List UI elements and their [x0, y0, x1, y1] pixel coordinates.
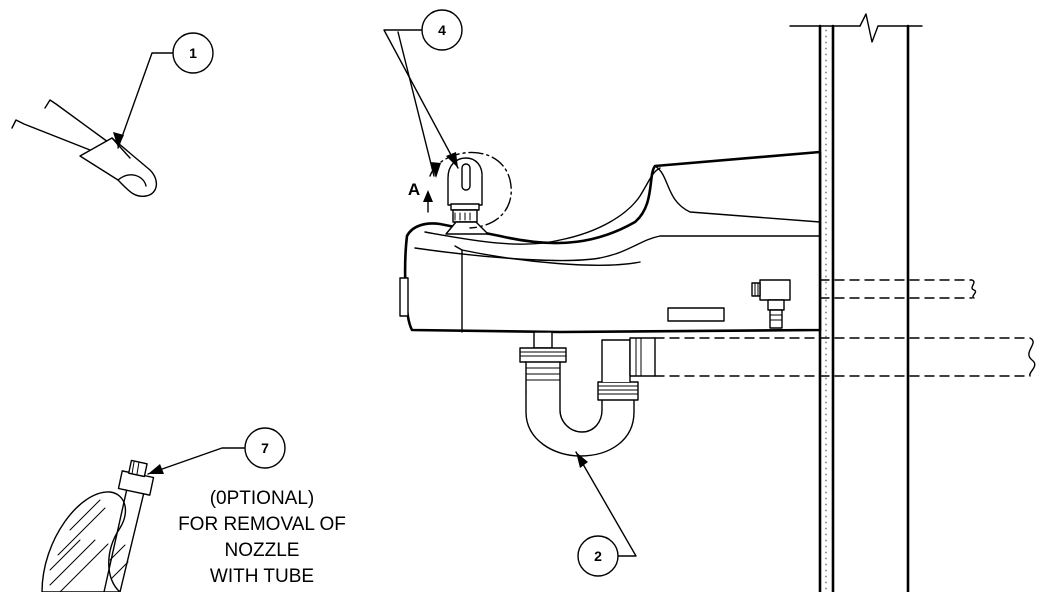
leader-lines: [113, 29, 637, 557]
fountain-body: [399, 150, 822, 334]
callout-4-label: 4: [438, 22, 446, 38]
section-label-a: A: [408, 180, 420, 199]
callout-2-label: 2: [594, 548, 602, 564]
note-line-3: NOZZLE: [225, 540, 300, 561]
note-line-2: FOR REMOVAL OF: [178, 514, 346, 535]
callout-7: 7: [244, 427, 286, 469]
note-line-1: (0PTIONAL): [210, 488, 315, 509]
callout-1-label: 1: [189, 45, 197, 61]
bubbler-nozzle: [429, 151, 512, 235]
callout-1: 1: [172, 32, 214, 74]
angle-stop-valve: [751, 279, 791, 329]
wire-tool-item-1: [11, 99, 157, 197]
callout-2: 2: [577, 535, 619, 577]
optional-note: (0PTIONAL) FOR REMOVAL OF NOZZLE WITH TU…: [178, 488, 346, 587]
nozzle-removal-detail: [41, 459, 155, 592]
callout-4: 4: [421, 9, 463, 51]
callout-7-label: 7: [261, 440, 269, 456]
p-trap: [519, 331, 656, 457]
note-line-4: WITH TUBE: [210, 566, 314, 587]
